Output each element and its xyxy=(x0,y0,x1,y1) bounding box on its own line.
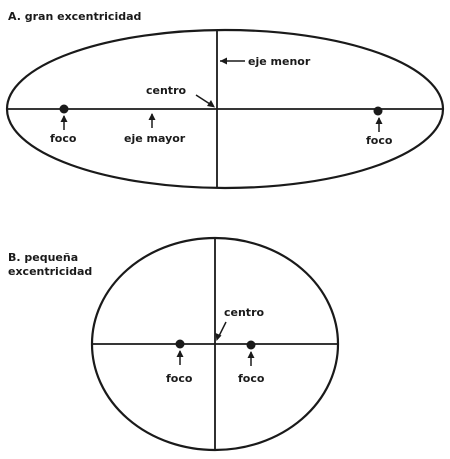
panel-a-focus-left-label: foco xyxy=(50,132,77,145)
panel-b: B. pequeña excentricidad centro foco foc… xyxy=(8,236,340,452)
panel-b-focus-left-label: foco xyxy=(166,372,193,385)
panel-a-major-axis-arrow xyxy=(148,113,156,128)
panel-a-focus-right-arrow xyxy=(375,117,383,132)
panel-b-heading-line1: B. pequeña xyxy=(8,251,78,264)
panel-a-center-label: centro xyxy=(146,84,186,97)
panel-a-focus-right-dot xyxy=(373,106,383,116)
panel-b-focus-right-label: foco xyxy=(238,372,265,385)
panel-a-major-axis-label: eje mayor xyxy=(124,132,186,145)
panel-b-focus-right-dot xyxy=(246,340,256,350)
panel-b-focus-left-dot xyxy=(175,339,185,349)
panel-b-center-label: centro xyxy=(224,306,264,319)
panel-a-minor-axis-arrow xyxy=(220,57,245,65)
panel-a-center-arrow xyxy=(195,94,215,108)
panel-b-focus-left-arrow xyxy=(176,350,184,365)
panel-a-focus-left-arrow xyxy=(60,115,68,130)
panel-b-focus-right-arrow xyxy=(247,351,255,366)
panel-a-focus-right-label: foco xyxy=(366,134,393,147)
panel-b-heading-line2: excentricidad xyxy=(8,265,92,278)
panel-b-center-arrow xyxy=(215,321,227,341)
panel-a-minor-axis-label: eje menor xyxy=(248,55,311,68)
panel-a-heading: A. gran excentricidad xyxy=(8,10,141,23)
panel-a: A. gran excentricidad xyxy=(5,10,445,190)
panel-a-focus-left-dot xyxy=(59,104,69,114)
